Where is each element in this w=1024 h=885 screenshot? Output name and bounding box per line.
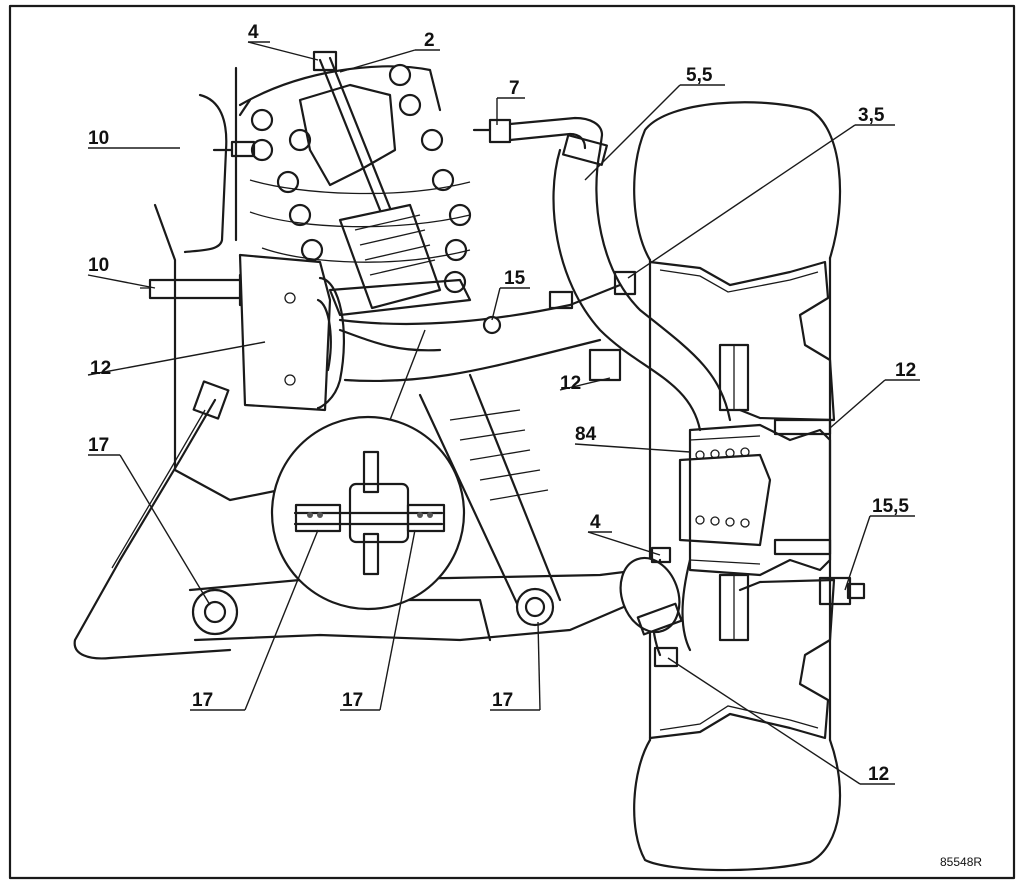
label-7: 7: [509, 78, 520, 99]
label-10-top: 10: [88, 128, 109, 149]
hub-bearing: [678, 418, 866, 606]
label-5-5: 5,5: [686, 65, 713, 86]
label-3-5: 3,5: [858, 105, 885, 126]
upper-arm: [338, 270, 637, 383]
label-10-mid: 10: [88, 255, 109, 276]
label-17-bottom-3: 17: [492, 690, 513, 711]
lower-ball-joint: [619, 546, 683, 668]
tyre: [633, 101, 842, 872]
callout-labels: 4 2 7 5,5 3,5 10 10 15 12 12 12 84 17 4 …: [88, 22, 916, 785]
diagram-border: [8, 4, 1016, 880]
tie-strut: [418, 373, 562, 612]
label-12-bottom: 12: [868, 764, 889, 785]
wheel-rim: [648, 260, 836, 740]
stabilizer-link: [73, 380, 232, 660]
label-17-bottom-2: 17: [342, 690, 363, 711]
coil-spring: [238, 63, 472, 294]
detail-inset: [270, 329, 466, 611]
label-4-lower: 4: [590, 512, 601, 533]
label-2: 2: [424, 30, 435, 51]
label-12-center: 12: [560, 373, 581, 394]
label-15-5: 15,5: [872, 496, 909, 517]
label-17-bottom-1: 17: [192, 690, 213, 711]
lower-arm: [188, 568, 642, 642]
label-12-right: 12: [895, 360, 916, 381]
shock-absorber: [298, 50, 472, 317]
brake-hose: [472, 116, 609, 166]
label-17-left: 17: [88, 435, 109, 456]
label-84: 84: [575, 424, 597, 445]
drawing-reference-number: 85548R: [940, 855, 982, 869]
label-12-left: 12: [90, 358, 111, 379]
mounting-bracket: [238, 253, 346, 412]
leader-lines: [87, 41, 920, 785]
label-15: 15: [504, 268, 526, 289]
label-4-top: 4: [248, 22, 259, 43]
